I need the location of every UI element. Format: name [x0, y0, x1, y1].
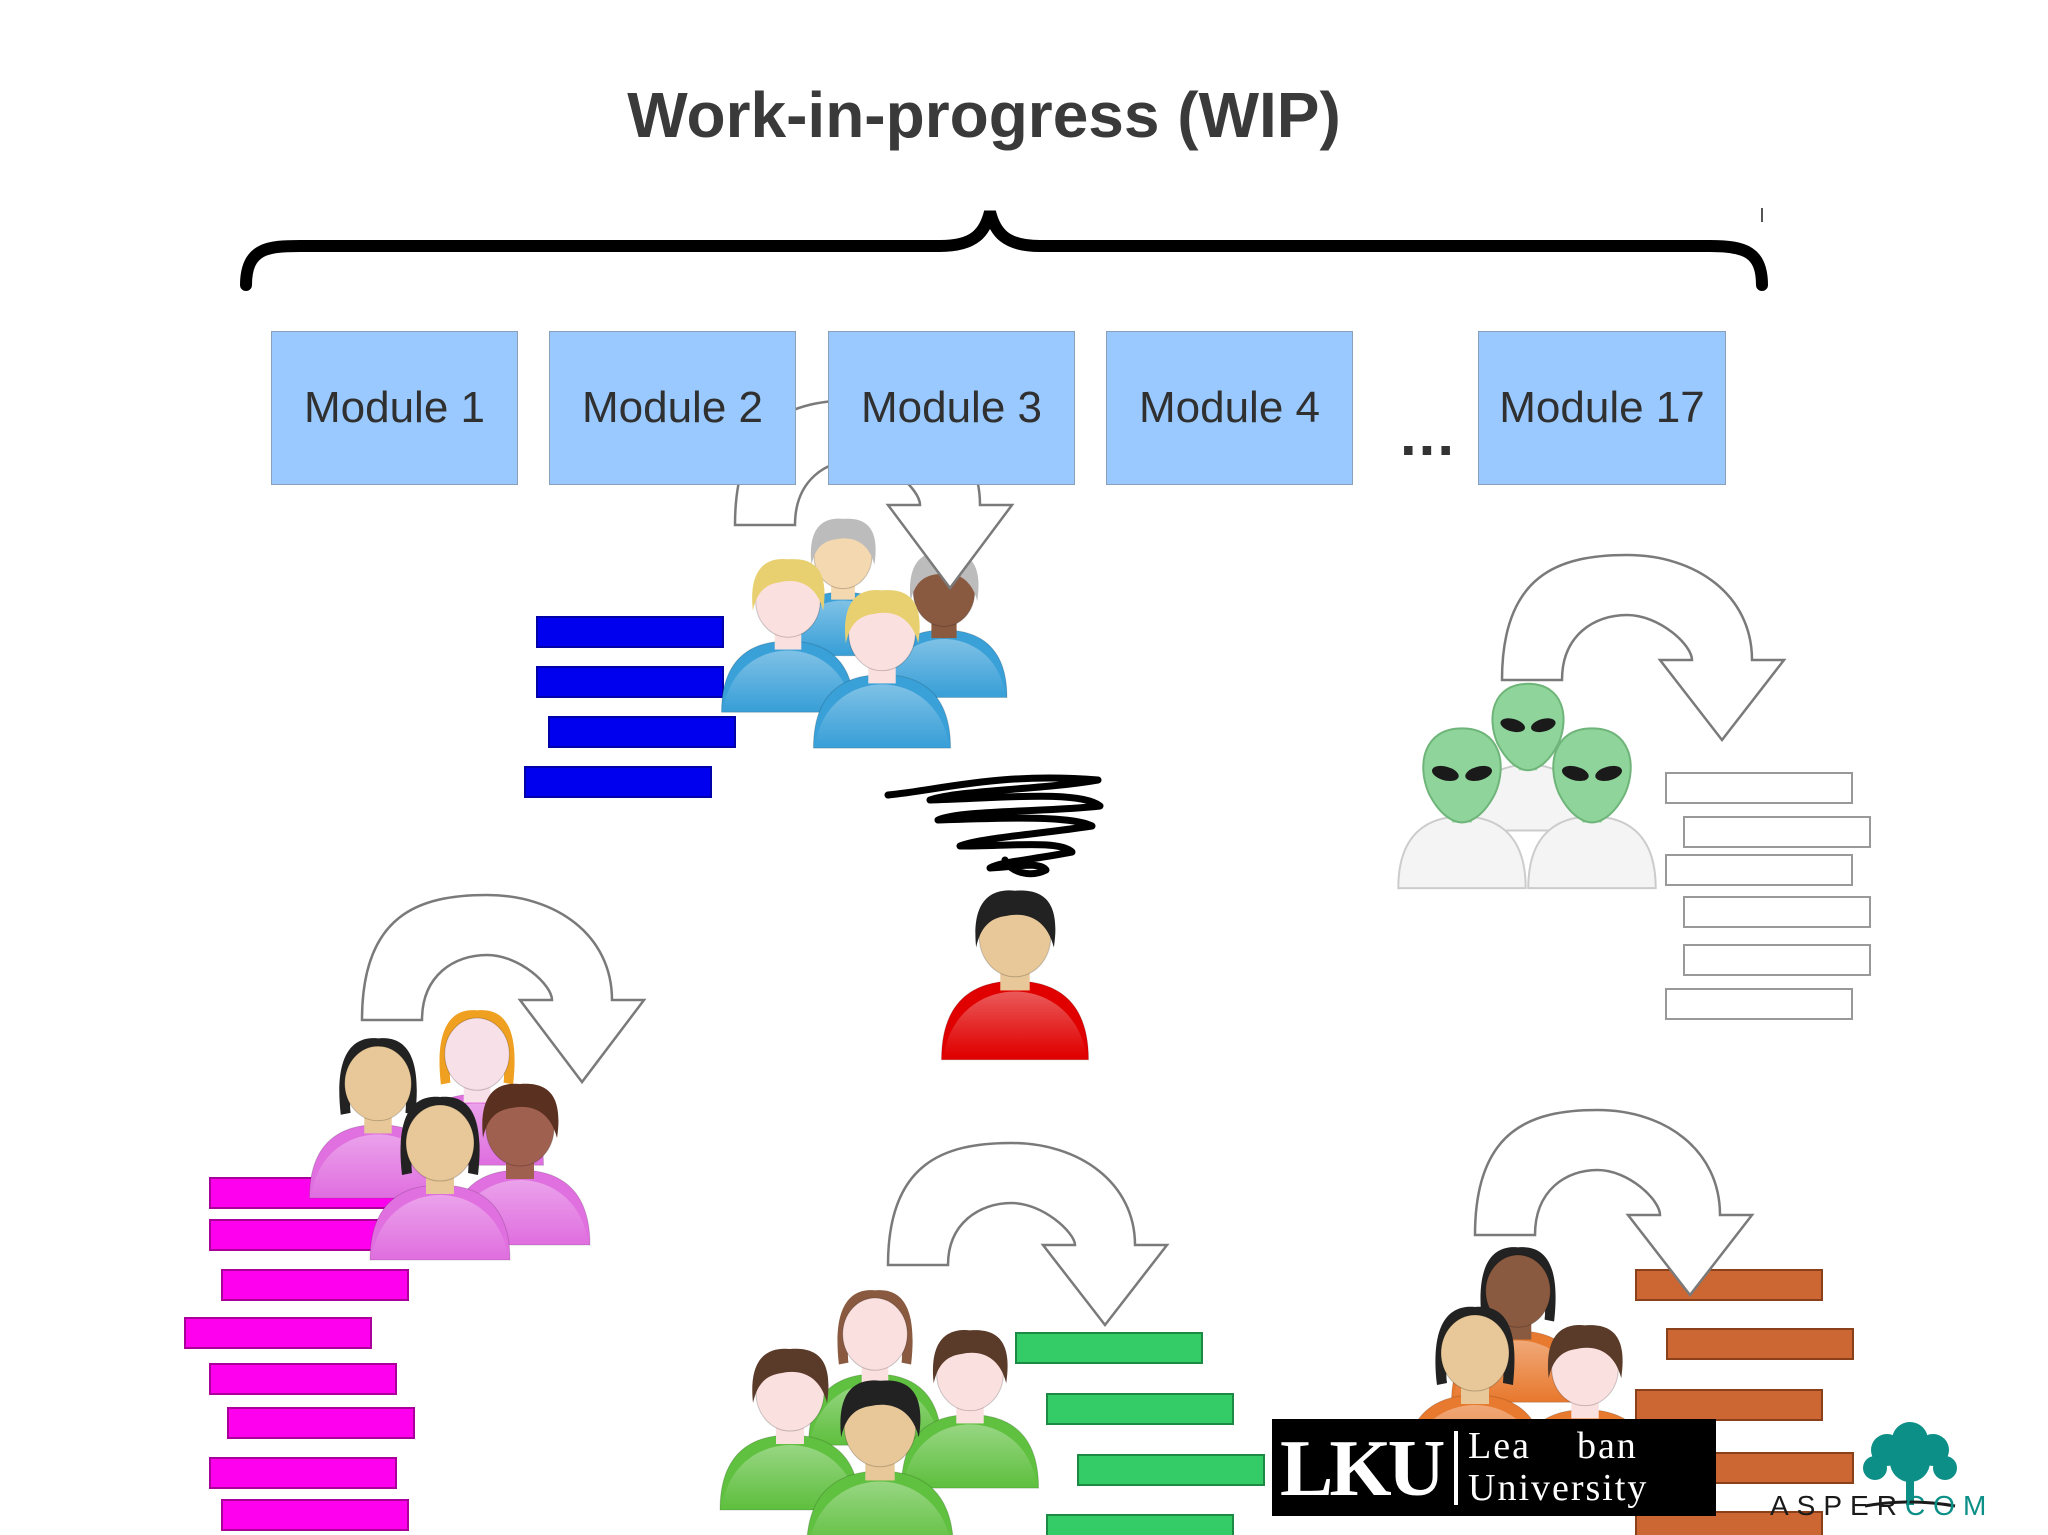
- team-alien-icon: [1397, 682, 1657, 890]
- aspercom-logo-accent: COM: [1904, 1490, 1995, 1521]
- module-2: Module 2: [549, 331, 796, 485]
- alien-person-icon: [1397, 727, 1527, 890]
- team-pink-icon: [308, 1010, 591, 1261]
- team-pink-task-bar: [221, 1499, 409, 1531]
- team-pink-task-bar: [209, 1363, 397, 1395]
- module-4: Module 4: [1106, 331, 1353, 485]
- curved-arrow-icon: [886, 1141, 1170, 1328]
- wip-brace-icon: [240, 210, 1768, 291]
- lku-logo-mark: LKU: [1280, 1425, 1445, 1513]
- team-alien-task-bar: [1683, 896, 1871, 928]
- team-blue-icon: [720, 518, 1008, 749]
- scribble-icon: [884, 774, 1104, 878]
- aspercom-logo: ASPERCOM: [1770, 1490, 1994, 1522]
- team-pink-task-bar: [209, 1457, 397, 1489]
- team-alien-task-bar: [1683, 816, 1871, 848]
- person-icon: [720, 559, 856, 713]
- lku-logo-name-line2: University: [1468, 1467, 1649, 1509]
- person-icon: [806, 1380, 954, 1535]
- tree-icon: [1863, 1422, 1957, 1508]
- module-17: Module 17: [1478, 331, 1726, 485]
- team-pink-task-bar: [227, 1407, 415, 1439]
- lku-logo-name: Lea ban University: [1468, 1425, 1648, 1509]
- module-3: Module 3: [828, 331, 1075, 485]
- person-icon: [900, 1330, 1040, 1489]
- team-blue-task-bar: [536, 666, 724, 698]
- team-green-icon: [719, 1290, 1040, 1535]
- curved-arrow-icon: [1500, 553, 1787, 743]
- team-blue-task-bar: [548, 716, 736, 748]
- team-pink-task-bar: [184, 1317, 372, 1349]
- team-alien-task-bar: [1665, 772, 1853, 804]
- lku-logo-divider: [1454, 1431, 1458, 1505]
- team-blue-task-bar: [524, 766, 712, 798]
- lku-logo: LKU Lea ban University: [1272, 1419, 1716, 1516]
- team-green-task-bar: [1015, 1332, 1203, 1364]
- alien-person-icon: [1527, 727, 1657, 890]
- team-green-task-bar: [1046, 1514, 1234, 1535]
- team-alien-task-bar: [1683, 944, 1871, 976]
- person-icon: [369, 1104, 511, 1261]
- team-pink-task-bar: [209, 1219, 397, 1251]
- curved-arrow-icon: [360, 893, 647, 1085]
- diagram-title: Work-in-progress (WIP): [627, 79, 1341, 151]
- lku-logo-name-line1: Lea ban: [1468, 1425, 1638, 1467]
- team-alien-task-bar: [1665, 854, 1853, 886]
- team-green-task-bar: [1077, 1454, 1265, 1486]
- person-icon: [449, 1083, 591, 1246]
- team-green-task-bar: [1046, 1393, 1234, 1425]
- person-red-icon: [940, 890, 1090, 1061]
- module-1: Module 1: [271, 331, 518, 485]
- aspercom-logo-dark: ASPER: [1770, 1490, 1905, 1521]
- person-icon: [812, 590, 952, 749]
- team-pink-task-bar: [221, 1269, 409, 1301]
- module-ellipsis: ...: [1400, 401, 1457, 468]
- team-alien-task-bar: [1665, 988, 1853, 1020]
- team-blue-task-bar: [536, 616, 724, 648]
